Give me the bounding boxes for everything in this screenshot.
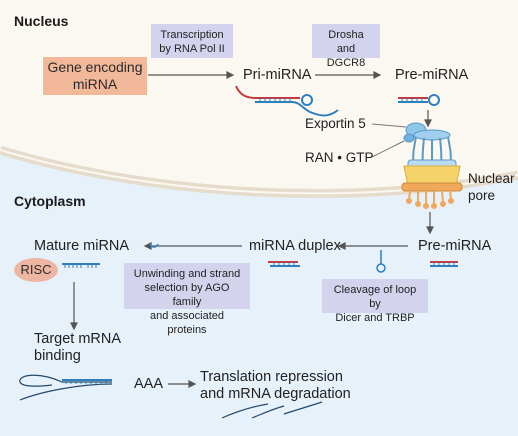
- unwinding-line-3: and associated proteins: [150, 310, 224, 336]
- pre-mirna-nucleus-label: Pre-miRNA: [395, 67, 469, 83]
- pre-mirna-hairpin-nucleus: [398, 94, 440, 106]
- aaa-tail-label: AAA: [134, 376, 164, 392]
- mirna-duplex-graphic: [268, 261, 300, 267]
- target-line-2: binding: [34, 348, 81, 364]
- unwinding-strand-selection-box: Unwinding and strand selection by AGO fa…: [124, 263, 250, 336]
- exportin-5-label: Exportin 5: [305, 116, 366, 131]
- drosha-line-2: DGCR8: [326, 57, 366, 69]
- target-line-1: Target mRNA: [34, 331, 122, 347]
- cleaved-loop: [376, 250, 386, 273]
- gene-encoding-mirna-box: Gene encoding miRNA: [43, 57, 147, 95]
- arrow-pri-to-pre: [315, 71, 382, 79]
- target-mrna-binding-label: Target mRNA binding: [34, 331, 121, 365]
- pri-mirna-hairpin: [235, 85, 339, 117]
- gene-box-line-1: Gene encoding: [47, 59, 143, 75]
- drosha-dgcr8-box: Drosha and DGCR8: [312, 24, 380, 69]
- arrow-pre-to-exportin: [424, 110, 432, 128]
- translation-repression-label: Translation repression and mRNA degradat…: [200, 369, 351, 403]
- ran-gtp-label: RAN • GTP: [305, 150, 374, 165]
- unwinding-line-1: Unwinding and strand: [133, 268, 241, 280]
- transcription-line-1: Transcription: [160, 29, 224, 41]
- cytoplasm-label: Cytoplasm: [14, 193, 86, 209]
- pre-mirna-cyto-label: Pre-miRNA: [418, 238, 492, 254]
- degraded-mrna-fragments: [221, 401, 323, 419]
- mature-mirna-label: Mature miRNA: [34, 238, 130, 254]
- transcription-line-2: by RNA Pol II: [159, 43, 225, 55]
- pri-mirna-label: Pri-miRNA: [243, 67, 312, 83]
- pre-mirna-cyto: [430, 261, 458, 267]
- risc-complex: RISC: [14, 258, 58, 282]
- transcription-box: Transcription by RNA Pol II: [151, 24, 233, 58]
- target-mrna-graphic: [19, 374, 113, 401]
- cleavage-loop-box: Cleavage of loop by Dicer and TRBP: [322, 279, 428, 324]
- mature-mirna-strand: [62, 263, 100, 268]
- gene-box-line-2: miRNA: [72, 76, 118, 92]
- nuclear-pore-complex: [401, 129, 463, 209]
- arrow-aaa-to-outcome: [168, 380, 197, 388]
- nuclear-pore-label: Nuclear pore: [468, 170, 515, 204]
- drosha-line-1: Drosha and: [328, 29, 364, 55]
- outcome-line-2: and mRNA degradation: [200, 386, 351, 402]
- cleavage-line-2: Dicer and TRBP: [335, 312, 415, 324]
- unwinding-line-2: selection by AGO family: [144, 282, 230, 308]
- cleavage-line-1: Cleavage of loop by: [333, 284, 417, 310]
- arrow-mature-to-target: [70, 282, 78, 331]
- released-strand: [149, 243, 159, 248]
- outcome-line-1: Translation repression: [200, 369, 343, 385]
- exportin-5-complex: [371, 122, 427, 158]
- mirna-duplex-label: miRNA duplex: [249, 238, 341, 254]
- nuclear-pore-line-2: pore: [468, 188, 496, 203]
- arrow-pore-to-pre-cyto: [426, 212, 434, 235]
- cytoplasm-region: [0, 150, 518, 436]
- arrow-gene-to-pri: [148, 71, 235, 79]
- nucleus-label: Nucleus: [14, 13, 69, 29]
- arrow-pre-to-duplex: [337, 242, 408, 250]
- nuclear-pore-line-1: Nuclear: [468, 171, 515, 186]
